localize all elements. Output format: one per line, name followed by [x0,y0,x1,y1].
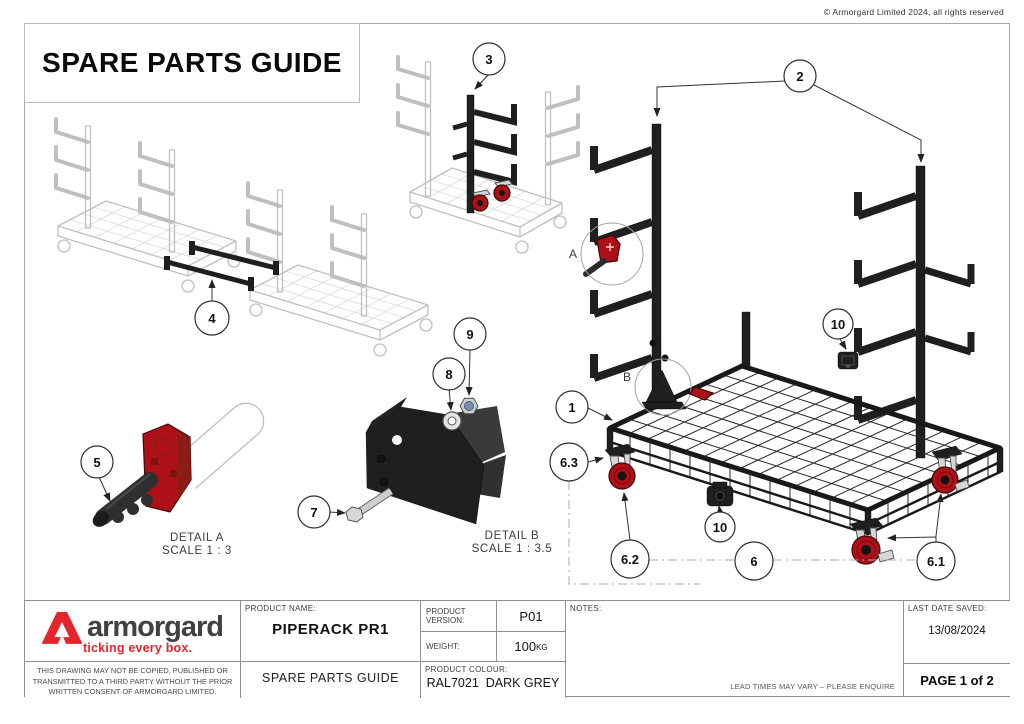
clamp-exploded [706,481,734,507]
detail-a-circle [580,222,644,286]
ghost-rack-right [246,181,433,357]
callout-9: 9 [453,317,487,396]
confidentiality-cell: THIS DRAWING MAY NOT BE COPIED, PUBLISHE… [25,662,241,698]
callout-7: 7 [297,495,346,529]
callout-6-2: 6.2 [610,492,650,579]
svg-text:2: 2 [796,69,803,84]
sheet-title: SPARE PARTS GUIDE [42,47,342,78]
product-name-cell: PRODUCT NAME: PIPERACK PR1 [241,601,421,662]
nut [459,397,479,415]
callout-5: 5 [80,445,114,502]
castor-left [604,443,636,490]
detail-b-scale: SCALE 1 : 3.5 [472,543,553,555]
ghost-rack-left [54,117,241,293]
svg-text:10: 10 [831,317,845,332]
figure-detail-a: 5 DETAIL A SCALE 1 : 3 [80,402,265,557]
svg-text:1: 1 [568,400,575,415]
svg-text:5: 5 [93,455,100,470]
red-latch-on-mesh [689,386,715,401]
lead-time-note: LEAD TIMES MAY VARY – PLEASE ENQUIRE [730,682,895,691]
bolt [345,487,394,523]
detail-b-ref: B [623,370,631,384]
callout-6-1: 6.1 [887,493,956,581]
callout-1: 1 [555,390,613,424]
logo-cell: armorgard ticking every box. [25,601,241,662]
page-number-cell: PAGE 1 of 2 [904,664,1010,696]
version-label: PRODUCT VERSION: [421,601,497,631]
document-type-cell: SPARE PARTS GUIDE [241,662,421,698]
colour-cell: PRODUCT COLOUR: RAL7021 DARK GREY [421,662,566,698]
last-saved-label: LAST DATE SAVED: [908,604,987,613]
document-type: SPARE PARTS GUIDE [261,671,399,685]
colour-label: PRODUCT COLOUR: [425,665,508,674]
callout-10-floor: 10 [704,505,736,543]
clamp-on-post [837,351,859,370]
svg-text:8: 8 [445,367,452,382]
svg-text:7: 7 [310,505,317,520]
grip-handle [92,472,158,527]
weight-unit: KG [536,643,548,652]
post-stub [741,311,751,369]
figure-detail-b: 7 8 9 DETAIL B SCALE 1 : 3.5 [297,317,553,555]
castor-front-braked [849,517,895,565]
weight-label: WEIGHT: [421,632,497,661]
svg-text:3: 3 [485,52,492,67]
handle-part-red [583,234,621,277]
svg-text:9: 9 [466,327,473,342]
detail-a-ref: A [569,247,577,261]
washer [442,411,462,431]
gusset-plate [365,397,485,525]
corner-gusset [641,339,687,410]
detail-a-scale: SCALE 1 : 3 [162,545,232,557]
svg-text:6.2: 6.2 [621,552,639,567]
colour-value: RAL7021 DARK GREY [426,676,560,690]
page-number: PAGE 1 of 2 [920,673,994,688]
detail-b-title: DETAIL B [485,530,540,542]
notes-cell: NOTES: LEAD TIMES MAY VARY – PLEASE ENQU… [566,601,904,696]
svg-text:6.1: 6.1 [927,554,945,569]
callout-3: 3 [472,42,506,90]
callout-4: 4 [194,279,230,336]
highlighted-post [452,94,517,214]
callout-6: 6 [734,541,774,581]
product-name-label: PRODUCT NAME: [245,604,316,613]
castor-right [931,445,970,494]
sheet-title-box: SPARE PARTS GUIDE [24,23,360,103]
link-bars [164,241,279,291]
detail-b-circle [634,358,692,416]
callout-8: 8 [432,357,466,411]
svg-text:4: 4 [208,311,216,326]
title-block: armorgard ticking every box. THIS DRAWIN… [24,600,1010,698]
version-cell: PRODUCT VERSION: P01 [421,601,566,632]
handle-bracket-red [142,423,192,513]
callout-2: 2 [653,59,925,163]
callout-10-post: 10 [822,308,854,350]
upright-right [854,165,975,459]
upright-left [590,123,662,407]
brand-tagline: ticking every box. [83,641,193,655]
figure-rack-with-post: 3 [396,42,580,254]
armorgard-logo-icon [41,611,82,644]
armorgard-logo-text: armorgard [86,611,224,643]
notes-label: NOTES: [570,604,602,613]
ghost-rack-single [396,55,580,254]
callout-6-3: 6.3 [549,442,604,482]
red-castors-small [471,179,513,212]
product-name-value: PIPERACK PR1 [272,621,389,638]
version-value: P01 [519,608,543,624]
svg-text:10: 10 [713,520,727,535]
copyright-notice: © Armorgard Limited 2024, all rights res… [823,7,1004,17]
last-saved-date: 13/08/2024 [928,625,986,637]
figure-main-assembly: A B [549,59,1004,585]
detail-a-title: DETAIL A [170,532,224,544]
svg-text:6.3: 6.3 [560,455,578,470]
figure-linked-racks: 4 [54,117,433,357]
castor-group-dashline [568,481,917,585]
svg-text:6: 6 [750,554,757,569]
last-saved-cell: LAST DATE SAVED: 13/08/2024 [904,601,1010,664]
